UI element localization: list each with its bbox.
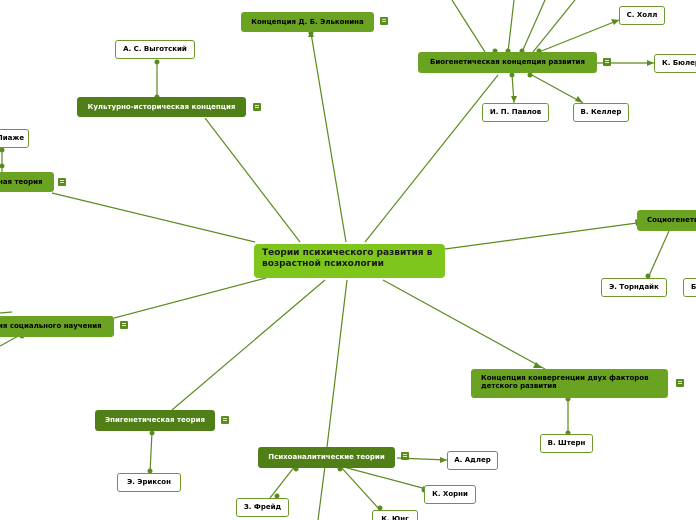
- topic-menu-icon[interactable]: [380, 17, 388, 25]
- leaf-stern[interactable]: В. Штерн: [540, 434, 593, 453]
- leaf-pavlov[interactable]: И. П. Павлов: [482, 103, 549, 122]
- topic-menu-icon[interactable]: [221, 416, 229, 424]
- topic-psychoanalytic[interactable]: Психоаналитические теории: [258, 447, 395, 468]
- leaf-partial-b[interactable]: Б: [683, 278, 696, 297]
- leaf-buhler[interactable]: К. Бюлер: [654, 54, 696, 73]
- leaf-thorndike[interactable]: Э. Торндайк: [601, 278, 667, 297]
- leaf-erikson[interactable]: Э. Эриксон: [117, 473, 181, 492]
- topic-menu-icon[interactable]: [401, 452, 409, 460]
- topic-menu-icon[interactable]: [58, 178, 66, 186]
- leaf-jung[interactable]: К. Юнг: [372, 510, 418, 520]
- leaf-keller[interactable]: В. Келлер: [573, 103, 629, 122]
- topic-cognitive-theory[interactable]: ная теория: [0, 172, 54, 192]
- central-topic[interactable]: Теории психического развития в возрастно…: [254, 244, 445, 278]
- topic-menu-icon[interactable]: [676, 379, 684, 387]
- topic-epigenetic[interactable]: Эпигенетическая теория: [95, 410, 215, 431]
- topic-menu-icon[interactable]: [120, 321, 128, 329]
- leaf-horney[interactable]: К. Хорни: [424, 485, 476, 504]
- topic-elkonin-concept[interactable]: Концепция Д. Б. Эльконина: [241, 12, 374, 32]
- leaf-piaget[interactable]: Пиаже: [0, 129, 29, 148]
- topic-cultural-historical[interactable]: Культурно-историческая концепция: [77, 97, 246, 117]
- leaf-adler[interactable]: А. Адлер: [447, 451, 498, 470]
- topic-menu-icon[interactable]: [253, 103, 261, 111]
- topic-menu-icon[interactable]: [603, 58, 611, 66]
- leaf-freud[interactable]: З. Фрейд: [236, 498, 289, 517]
- leaf-hall[interactable]: С. Холл: [619, 6, 665, 25]
- topic-convergence[interactable]: Концепция конвергенции двух факторов дет…: [471, 369, 668, 398]
- topic-social-learning[interactable]: ия социального научения: [0, 316, 114, 337]
- topic-biogenetic[interactable]: Биогенетическая концепция развития: [418, 52, 597, 73]
- topic-sociogenetic[interactable]: Социогенети: [637, 210, 696, 231]
- leaf-vygotsky[interactable]: А. С. Выготский: [115, 40, 195, 59]
